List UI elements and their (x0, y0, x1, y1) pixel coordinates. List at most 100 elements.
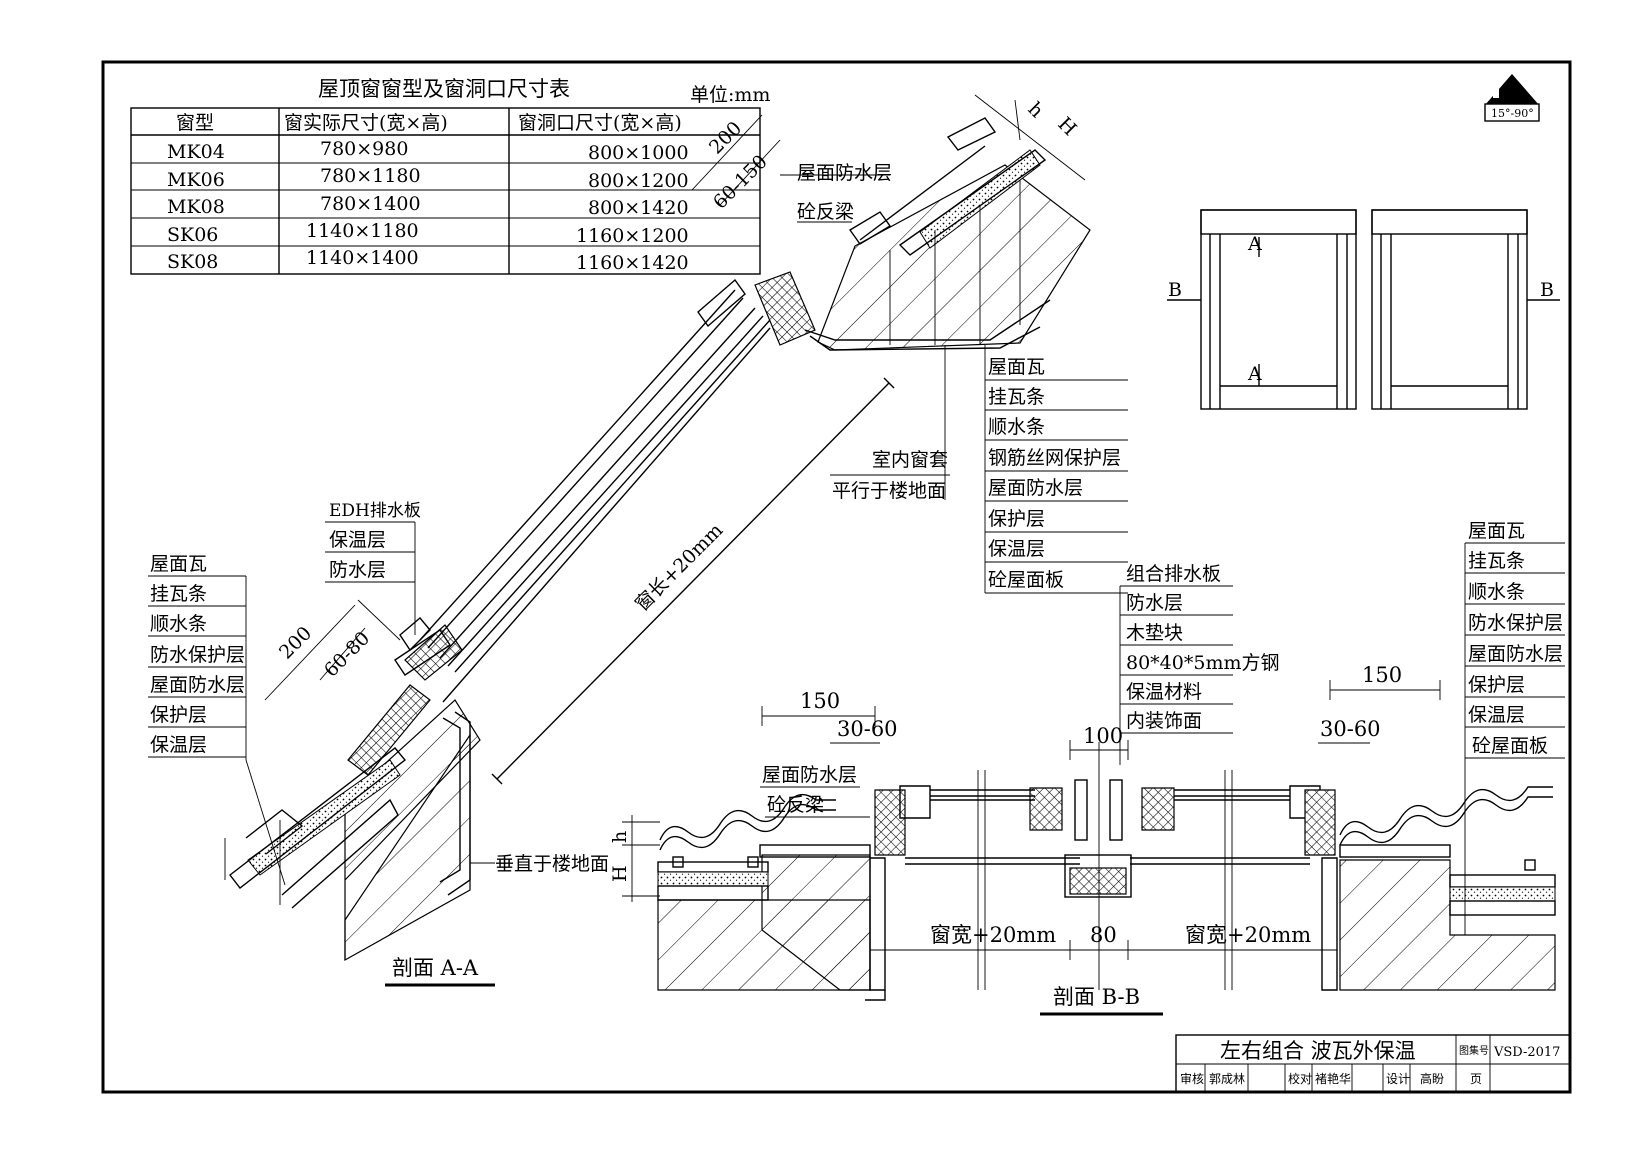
design-label: 设计 (1386, 1072, 1410, 1086)
layer-label: 顺水条 (1468, 581, 1525, 603)
layer-label: 屋面防水层 (1468, 643, 1563, 665)
dim-width-right: 窗宽+20mm (1185, 923, 1311, 947)
label-vertical-floor: 垂直于楼地面 (495, 853, 609, 875)
layer-label: 屋面防水层 (150, 674, 245, 696)
layer-label: EDH排水板 (329, 501, 421, 521)
layer-label: 80*40*5mm方钢 (1126, 652, 1279, 674)
layer-label: 保护层 (1468, 674, 1525, 696)
table-unit: 单位:mm (690, 84, 770, 106)
check-name: 褚艳华 (1315, 1071, 1351, 1086)
table-cell: 780×980 (320, 138, 408, 160)
table-cell: MK08 (167, 196, 225, 218)
label-stack-right-bb: 屋面瓦 挂瓦条 顺水条 防水保护层 屋面防水层 保护层 保温层 砼屋面板 (1464, 520, 1565, 935)
table-cell: MK04 (167, 141, 225, 163)
label-concrete-beam-top: 砼反梁 (797, 201, 854, 223)
table-cell: MK06 (167, 169, 225, 191)
dim-150-left: 150 (800, 689, 840, 713)
dim-h-bb: h (609, 831, 631, 843)
section-title-aa: 剖面 A-A (392, 956, 479, 980)
layer-label: 防水层 (329, 559, 386, 581)
table-cell: 1160×1200 (576, 225, 689, 247)
layer-label: 保温层 (1468, 704, 1525, 726)
layer-label: 挂瓦条 (1468, 550, 1525, 572)
review-label: 审核 (1180, 1071, 1204, 1086)
table-title: 屋顶窗窗型及窗洞口尺寸表 (318, 77, 570, 101)
plan-key: A A B B (1167, 209, 1560, 410)
dim-80: 80 (1090, 923, 1117, 947)
layer-label: 内装饰面 (1126, 710, 1202, 732)
section-mark-b-right: B (1540, 279, 1554, 301)
atlas-label: 图集号 (1459, 1044, 1489, 1057)
dim-H-upper: H (1053, 113, 1080, 140)
label-roof-waterproof-bb: 屋面防水层 (762, 764, 857, 786)
drawing-frame (101, 60, 1572, 1094)
layer-label: 屋面瓦 (988, 356, 1045, 378)
angle-badge: 15°-90° (1484, 74, 1540, 122)
layer-label: 砼屋面板 (1472, 735, 1548, 757)
window-size-table: 屋顶窗窗型及窗洞口尺寸表 单位:mm 窗型 窗实际尺寸(宽×高) 窗洞口尺寸(宽… (130, 77, 770, 275)
table-cell: SK06 (167, 224, 218, 246)
layer-label: 挂瓦条 (150, 583, 207, 605)
dim-100: 100 (1083, 724, 1123, 748)
title-block: 左右组合 波瓦外保温 图集号 VSD-2017 审核 郭成林 校对 褚艳华 设计… (1175, 1034, 1571, 1093)
label-parallel-floor: 平行于楼地面 (832, 480, 946, 502)
angle-badge-text: 15°-90° (1491, 107, 1534, 120)
dim-60-80-lower: 60-80 (320, 627, 374, 681)
label-concrete-beam-bb: 砼反梁 (767, 794, 824, 816)
layer-label: 挂瓦条 (988, 386, 1045, 408)
table-cell: 800×1420 (588, 197, 689, 219)
layer-label: 屋面瓦 (1468, 520, 1525, 542)
label-stack-roof-left: 屋面瓦 挂瓦条 顺水条 防水保护层 屋面防水层 保护层 保温层 (148, 553, 286, 886)
layer-label: 砼屋面板 (988, 569, 1064, 591)
atlas-number: VSD-2017 (1493, 1045, 1560, 1060)
layer-label: 防水保护层 (1468, 612, 1563, 634)
dim-200-lower: 200 (275, 622, 316, 663)
dim-window-length: 窗长+20mm (631, 519, 727, 615)
label-inner-sleeve: 室内窗套 (872, 449, 948, 471)
layer-label: 屋面瓦 (150, 553, 207, 575)
section-bb: h H 150 30-60 150 30-60 100 窗宽+20mm 80 窗… (609, 520, 1565, 1016)
table-cell: 1140×1180 (306, 220, 419, 242)
layer-label: 屋面防水层 (988, 477, 1083, 499)
sheet-title: 左右组合 波瓦外保温 (1220, 1039, 1416, 1063)
layer-label: 顺水条 (988, 416, 1045, 438)
layer-label: 木垫块 (1126, 622, 1183, 644)
dim-H-bb: H (609, 865, 631, 882)
table-cell: 780×1400 (320, 193, 421, 215)
layer-label: 保护层 (150, 704, 207, 726)
review-name: 郭成林 (1209, 1072, 1245, 1086)
section-mark-a-bottom: A (1247, 363, 1262, 385)
label-stack-edh: EDH排水板 保温层 防水层 (325, 501, 421, 635)
layer-label: 保温层 (988, 538, 1045, 560)
layer-label: 保护层 (988, 508, 1045, 530)
label-stack-roof-right: 屋面瓦 挂瓦条 顺水条 钢筋丝网保护层 屋面防水层 保护层 保温层 砼屋面板 (984, 345, 1128, 594)
page-label: 页 (1470, 1072, 1482, 1086)
layer-label: 顺水条 (150, 613, 207, 635)
layer-label: 防水层 (1126, 592, 1183, 614)
section-mark-a-top: A (1247, 233, 1262, 255)
section-mark-b-left: B (1168, 279, 1182, 301)
layer-label: 保温层 (329, 529, 386, 551)
dim-30-60-left: 30-60 (837, 717, 898, 741)
table-header: 窗型 (176, 112, 214, 134)
table-cell: 780×1180 (320, 165, 421, 187)
label-roof-waterproof-top: 屋面防水层 (797, 162, 892, 184)
table-header: 窗洞口尺寸(宽×高) (518, 112, 682, 134)
layer-label: 钢筋丝网保护层 (988, 447, 1121, 469)
layer-label: 组合排水板 (1126, 563, 1221, 585)
dim-30-60-right: 30-60 (1320, 717, 1381, 741)
dim-200-upper: 200 (705, 117, 746, 158)
table-cell: 1160×1420 (576, 252, 689, 274)
table-cell: 800×1000 (588, 142, 689, 164)
design-name: 高盼 (1420, 1071, 1444, 1086)
table-cell: 800×1200 (588, 170, 689, 192)
table-cell: SK08 (167, 251, 218, 273)
layer-label: 保温层 (150, 734, 207, 756)
table-header: 窗实际尺寸(宽×高) (284, 112, 448, 134)
dim-width-left: 窗宽+20mm (930, 923, 1056, 947)
dim-h-upper: h (1023, 98, 1047, 122)
layer-label: 保温材料 (1126, 681, 1202, 703)
section-title-bb: 剖面 B-B (1053, 985, 1140, 1009)
label-stack-center: 组合排水板 防水层 木垫块 80*40*5mm方钢 保温材料 内装饰面 (1119, 563, 1279, 765)
